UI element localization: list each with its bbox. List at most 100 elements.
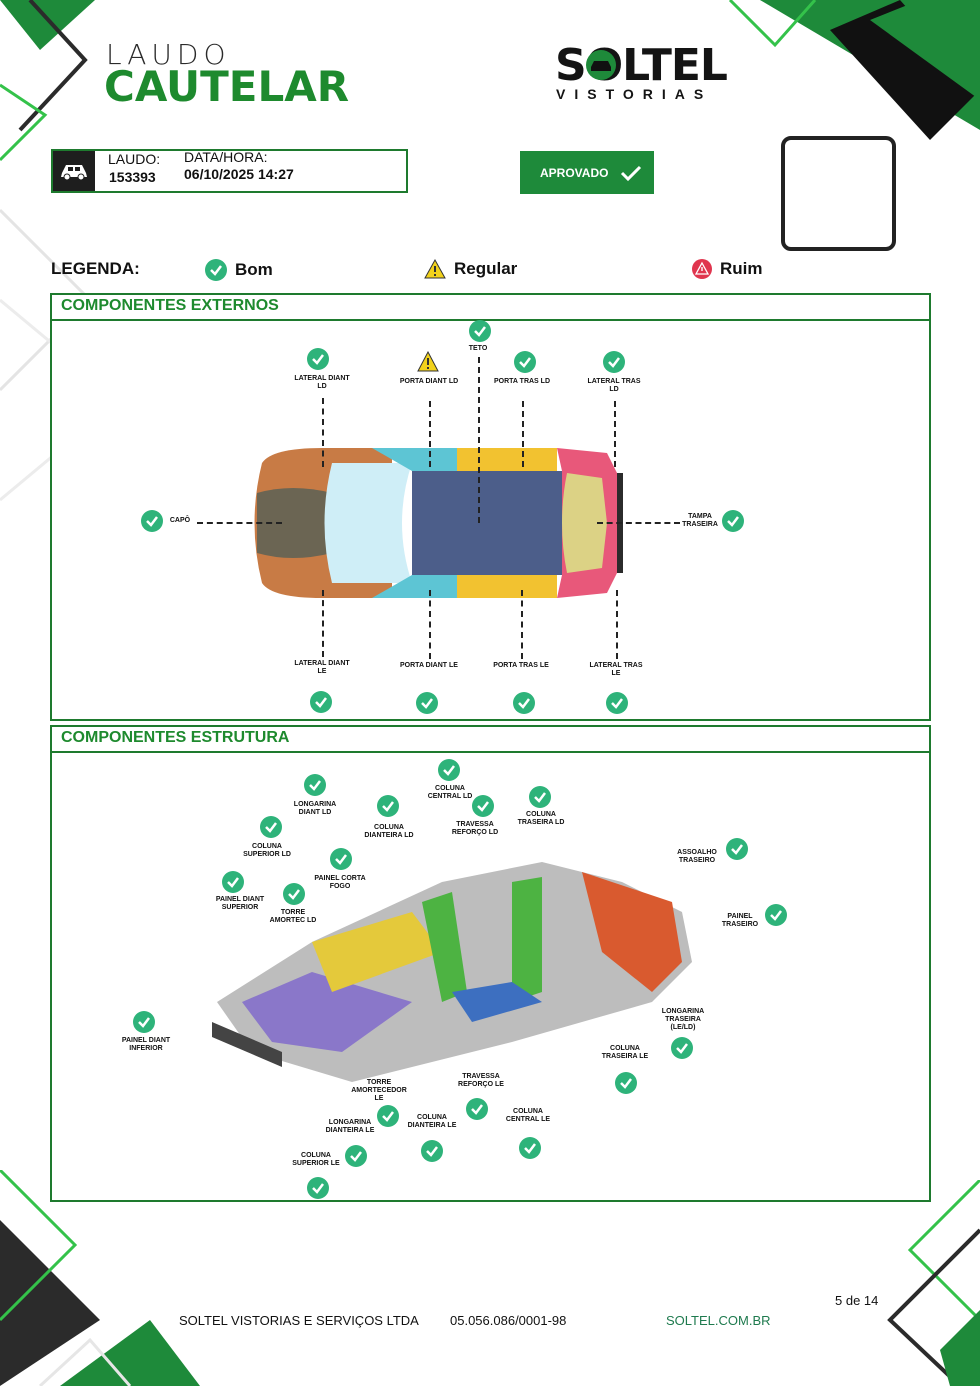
company-subtitle: VISTORIAS xyxy=(556,86,713,102)
external-status-icon-9 xyxy=(513,692,535,714)
external-status-icon-2 xyxy=(417,351,439,372)
structure-part-label: PAINEL CORTA FOGO xyxy=(314,875,366,890)
legend-item-regular: Regular xyxy=(424,259,517,279)
structure-status-icon-15 xyxy=(466,1098,488,1120)
structure-part-label: COLUNA DIANTEIRA LE xyxy=(407,1114,457,1129)
external-leader-line xyxy=(429,401,431,467)
report-info-box: LAUDO: 153393 DATA/HORA: 06/10/2025 14:2… xyxy=(51,149,408,193)
external-part-label: PORTA TRAS LE xyxy=(493,662,549,669)
car-top-view-diagram xyxy=(254,448,623,598)
external-leader-line xyxy=(197,522,282,524)
structure-part-label: TRAVESSA REFORÇO LE xyxy=(458,1073,504,1088)
structure-part-label: COLUNA DIANTEIRA LD xyxy=(364,824,414,839)
structure-part-label: COLUNA CENTRAL LD xyxy=(427,785,473,800)
footer-website-link[interactable]: SOLTEL.COM.BR xyxy=(666,1313,771,1328)
external-status-icon-6 xyxy=(722,510,744,532)
external-part-label: LATERAL TRAS LE xyxy=(589,662,643,677)
structure-status-icon-8 xyxy=(222,871,244,893)
footer-cnpj: 05.056.086/0001-98 xyxy=(450,1313,567,1328)
laudo-label: LAUDO: xyxy=(108,151,161,167)
structure-part-label: TORRE AMORTECEDOR LE xyxy=(351,1079,407,1102)
structure-status-icon-4 xyxy=(529,786,551,808)
external-leader-line xyxy=(322,590,324,657)
structure-part-label: PAINEL TRASEIRO xyxy=(721,913,759,928)
check-icon xyxy=(620,165,642,181)
structure-part-label: COLUNA CENTRAL LE xyxy=(505,1108,551,1123)
structure-status-icon-13 xyxy=(615,1072,637,1094)
structure-part-label: COLUNA SUPERIOR LE xyxy=(292,1152,340,1167)
brand-title-line2: CAUTELAR xyxy=(104,62,350,111)
external-parts-list: TETO LATERAL DIANT LD PORTA DIANT LD PORTA … xyxy=(52,295,929,719)
structure-status-icon-17 xyxy=(421,1140,443,1162)
structure-status-icon-9 xyxy=(283,883,305,905)
external-part-label: PORTA DIANT LD xyxy=(399,378,459,385)
datetime-label: DATA/HORA: xyxy=(184,149,268,165)
external-leader-line xyxy=(429,590,431,659)
external-part-label: TETO xyxy=(468,345,488,352)
structure-part-label: LONGARINA TRASEIRA (LE/LD) xyxy=(661,1008,705,1031)
legend-item-bom: Bom xyxy=(205,259,273,281)
external-status-icon-4 xyxy=(603,351,625,373)
structure-status-icon-18 xyxy=(345,1145,367,1167)
external-part-label: PORTA TRAS LD xyxy=(494,378,550,385)
structure-status-icon-19 xyxy=(307,1177,329,1199)
external-leader-line xyxy=(597,522,680,524)
structure-status-icon-0 xyxy=(438,759,460,781)
external-part-label: CAPÔ xyxy=(169,517,191,524)
external-status-icon-3 xyxy=(514,351,536,373)
external-components-section: COMPONENTES EXTERNOS TETO LATERAL DIANT L… xyxy=(50,293,931,721)
car-icon xyxy=(53,151,95,191)
legend-label-regular: Regular xyxy=(454,259,518,278)
structure-part-label: PAINEL DIANT INFERIOR xyxy=(121,1037,171,1052)
external-status-icon-1 xyxy=(307,348,329,370)
corner-decoration-bottom-right xyxy=(887,1180,980,1386)
structure-part-label: LONGARINA DIANTEIRA LE xyxy=(325,1119,375,1134)
photo-placeholder xyxy=(781,136,896,251)
external-leader-line xyxy=(522,401,524,467)
company-logo: SOLTEL VISTORIAS xyxy=(555,40,730,105)
external-leader-line xyxy=(322,398,324,467)
alert-triangle-icon xyxy=(692,259,712,279)
structure-part-label: ASSOALHO TRASEIRO xyxy=(677,849,717,864)
status-badge: APROVADO xyxy=(520,151,654,194)
structure-status-icon-7 xyxy=(726,838,748,860)
structure-status-icon-6 xyxy=(330,848,352,870)
structure-parts-list: COLUNA CENTRAL LD LONGARINA DIANT LD COLUN… xyxy=(52,727,929,1200)
structure-status-icon-10 xyxy=(765,904,787,926)
footer-company: SOLTEL VISTORIAS E SERVIÇOS LTDA xyxy=(179,1313,419,1328)
external-leader-line xyxy=(614,401,616,467)
structure-status-icon-3 xyxy=(472,795,494,817)
structure-part-label: COLUNA TRASEIRA LD xyxy=(517,811,565,826)
external-part-label: PORTA DIANT LE xyxy=(400,662,458,669)
corner-decoration-top-right xyxy=(728,0,980,140)
structure-status-icon-16 xyxy=(519,1137,541,1159)
datetime-value: 06/10/2025 14:27 xyxy=(184,166,294,182)
structure-part-label: COLUNA TRASEIRA LE xyxy=(601,1045,649,1060)
external-status-icon-0 xyxy=(469,320,491,342)
car-logo-icon xyxy=(586,50,616,80)
legend-label-ruim: Ruim xyxy=(720,259,763,278)
corner-decoration-bottom-left xyxy=(0,1170,200,1386)
car-body-structure-diagram xyxy=(212,862,692,1082)
external-part-label: LATERAL TRAS LD xyxy=(587,378,641,393)
external-part-label: LATERAL DIANT LE xyxy=(294,660,350,675)
check-circle-icon xyxy=(205,259,227,281)
corner-decoration-top-left xyxy=(0,0,95,162)
structure-part-label: COLUNA SUPERIOR LD xyxy=(243,843,291,858)
external-part-label: TAMPA TRASEIRA xyxy=(682,513,718,528)
external-status-icon-10 xyxy=(606,692,628,714)
page-number: 5 de 14 xyxy=(835,1293,879,1308)
laudo-value: 153393 xyxy=(109,169,156,185)
structure-part-label: LONGARINA DIANT LD xyxy=(293,801,337,816)
structure-status-icon-14 xyxy=(377,1105,399,1127)
section-title-external: COMPONENTES EXTERNOS xyxy=(52,295,929,321)
status-label: APROVADO xyxy=(540,165,609,180)
external-leader-line xyxy=(478,357,480,523)
structure-status-icon-5 xyxy=(260,816,282,838)
external-status-icon-8 xyxy=(416,692,438,714)
structure-status-icon-1 xyxy=(304,774,326,796)
external-part-label: LATERAL DIANT LD xyxy=(294,375,350,390)
warning-triangle-icon xyxy=(424,259,446,279)
legend-title: LEGENDA: xyxy=(51,259,140,278)
structure-status-icon-2 xyxy=(377,795,399,817)
